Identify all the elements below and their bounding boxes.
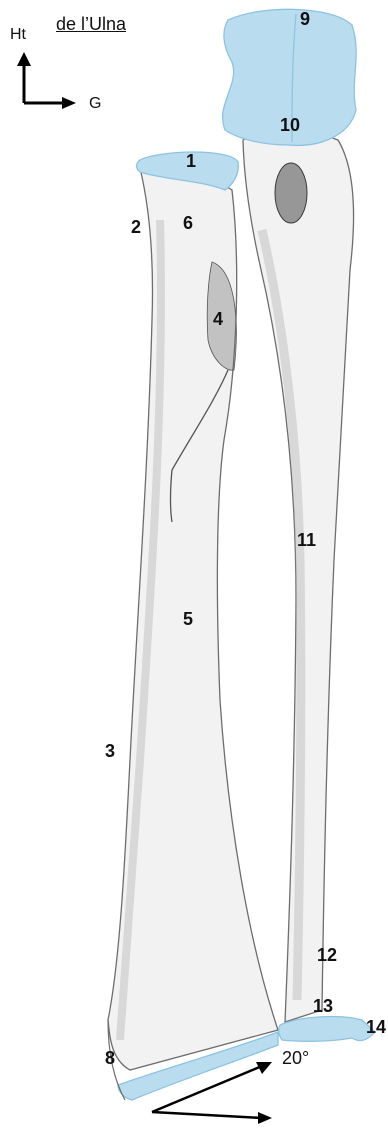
- label-11: 11: [297, 531, 316, 549]
- label-14: 14: [366, 1018, 386, 1036]
- label-13: 13: [313, 997, 333, 1015]
- distal-ulna-cartilage: [279, 1017, 375, 1042]
- label-8: 8: [105, 1049, 115, 1067]
- orientation-arrows: [17, 52, 76, 109]
- label-10: 10: [280, 116, 300, 134]
- label-2: 2: [131, 218, 141, 236]
- diagram-title: de l’Ulna: [56, 14, 126, 35]
- label-6: 6: [183, 214, 193, 232]
- label-9: 9: [300, 10, 310, 28]
- label-12: 12: [317, 946, 337, 964]
- orientation-up-label: Ht: [10, 26, 26, 44]
- label-3: 3: [105, 742, 115, 760]
- label-4: 4: [213, 310, 223, 328]
- label-1: 1: [186, 152, 196, 170]
- ulna-hatched-oval: [275, 163, 307, 223]
- angle-label: 20°: [282, 1048, 309, 1069]
- orientation-left-label: G: [89, 95, 101, 113]
- label-5: 5: [183, 610, 193, 628]
